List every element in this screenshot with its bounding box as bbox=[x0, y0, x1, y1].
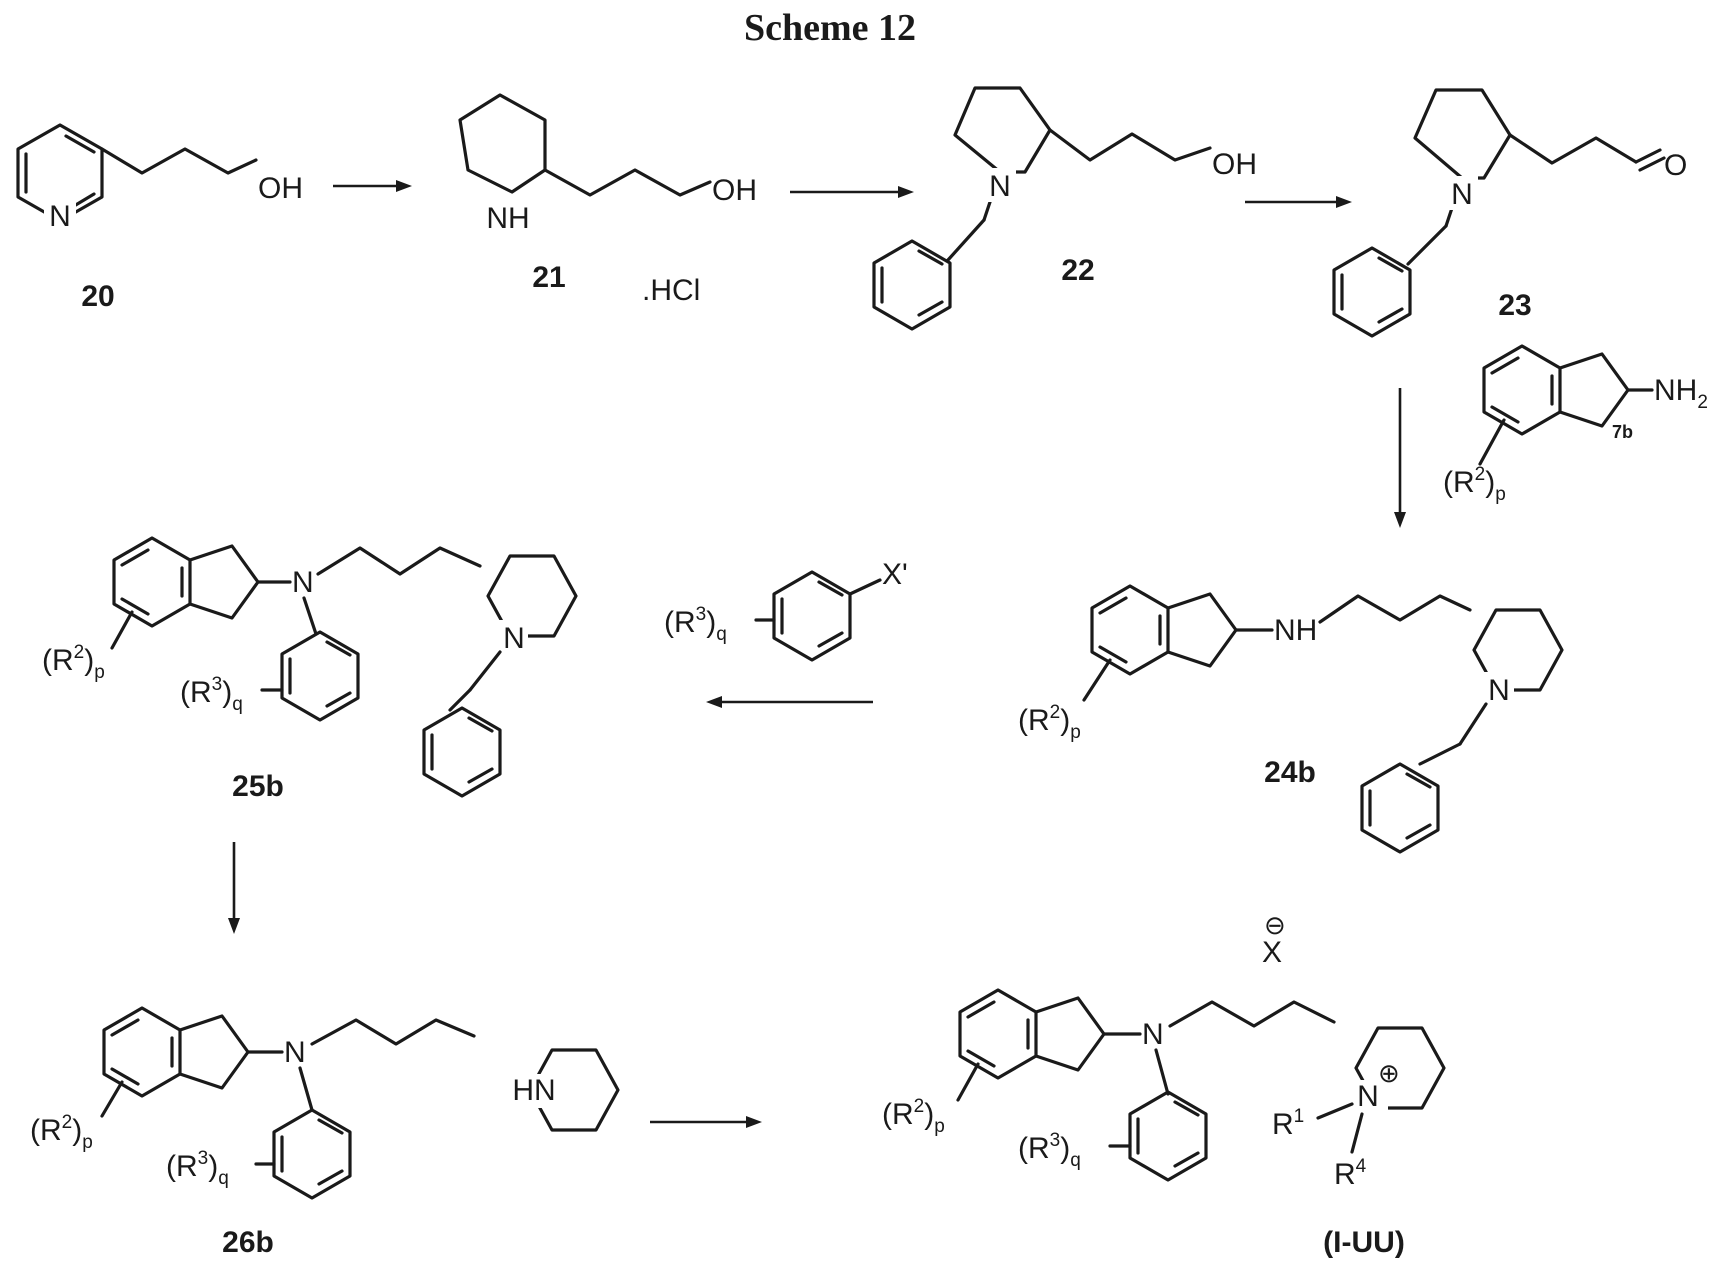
charge-plus: ⊕ bbox=[1378, 1058, 1400, 1088]
substituent-r2p: (R2)p bbox=[1018, 702, 1081, 743]
compound-22: N OH 22 bbox=[874, 88, 1257, 329]
substituent-r2p: (R2)p bbox=[882, 1096, 945, 1137]
arrow-22-23 bbox=[1245, 196, 1352, 208]
atom-x: X bbox=[1262, 936, 1282, 969]
compound-i-uu: X ⊖ N N ⊕ R1 R4 (R3)q (R2)p (I-UU) bbox=[882, 910, 1444, 1259]
atom-hn: HN bbox=[512, 1074, 555, 1107]
atom-o: O bbox=[1664, 149, 1687, 182]
atom-n-plus: N bbox=[1357, 1080, 1379, 1113]
substituent-r2p: (R2)p bbox=[42, 642, 105, 683]
atom-n: N bbox=[1451, 178, 1473, 211]
atom-n: N bbox=[292, 566, 314, 599]
compound-25b: N N (R3)q (R2)p 25b bbox=[42, 538, 576, 803]
substituent-r4: R4 bbox=[1334, 1156, 1367, 1191]
atom-oh: OH bbox=[1212, 148, 1257, 181]
atom-oh: OH bbox=[712, 174, 757, 207]
compound-label-25b: 25b bbox=[232, 770, 284, 803]
atom-nh: NH bbox=[486, 202, 529, 235]
arrow-24b-25b bbox=[706, 696, 873, 708]
atom-n: N bbox=[1488, 674, 1510, 707]
compound-label-20: 20 bbox=[81, 280, 114, 313]
compound-26b: N HN (R3)q (R2)p 26b bbox=[30, 1008, 618, 1259]
compound-20: N OH 20 bbox=[18, 125, 303, 313]
atom-n: N bbox=[503, 622, 525, 655]
compound-21: NH OH 21 .HCl bbox=[460, 95, 757, 307]
substituent-r1: R1 bbox=[1272, 1106, 1304, 1141]
atom-x-prime: X' bbox=[882, 558, 908, 591]
compound-label-23: 23 bbox=[1498, 289, 1531, 322]
substituent-r3q: (R3)q bbox=[180, 674, 243, 715]
atom-n: N bbox=[49, 200, 71, 233]
charge-minus: ⊖ bbox=[1264, 910, 1286, 940]
compound-24b: NH N (R2)p 24b bbox=[1018, 586, 1562, 852]
substituent-r2p: (R2)p bbox=[1443, 464, 1506, 505]
substituent-r3q: (R3)q bbox=[166, 1148, 229, 1189]
atom-nh: NH bbox=[1274, 614, 1317, 647]
compound-23: N O 23 bbox=[1334, 90, 1687, 336]
compound-label-26b: 26b bbox=[222, 1226, 274, 1259]
substituent-r2p: (R2)p bbox=[30, 1112, 93, 1153]
substituent-r3q: (R3)q bbox=[1018, 1130, 1081, 1171]
reagent-aryl-halide: X' (R3)q bbox=[664, 558, 908, 660]
atom-n: N bbox=[1142, 1018, 1164, 1051]
compound-label-i-uu: (I-UU) bbox=[1323, 1226, 1405, 1259]
arrow-20-21 bbox=[333, 180, 412, 192]
atom-nh2: NH2 bbox=[1654, 374, 1708, 413]
substituent-r3q: (R3)q bbox=[664, 604, 727, 645]
atom-oh: OH bbox=[258, 172, 303, 205]
reagent-7b: NH2 (R2)p 7b bbox=[1443, 346, 1708, 505]
arrow-23-24b bbox=[1394, 388, 1406, 528]
scheme-title: Scheme 12 bbox=[744, 7, 916, 49]
arrow-26b-iuu bbox=[650, 1116, 762, 1128]
atom-n: N bbox=[284, 1036, 306, 1069]
atom-n: N bbox=[989, 170, 1011, 203]
arrow-21-22 bbox=[790, 186, 914, 198]
compound-label-24b: 24b bbox=[1264, 756, 1316, 789]
compound-label-7b: 7b bbox=[1612, 422, 1633, 442]
arrow-25b-26b bbox=[228, 842, 240, 934]
compound-label-22: 22 bbox=[1061, 254, 1094, 287]
salt-hcl: .HCl bbox=[642, 274, 700, 307]
compound-label-21: 21 bbox=[532, 261, 565, 294]
